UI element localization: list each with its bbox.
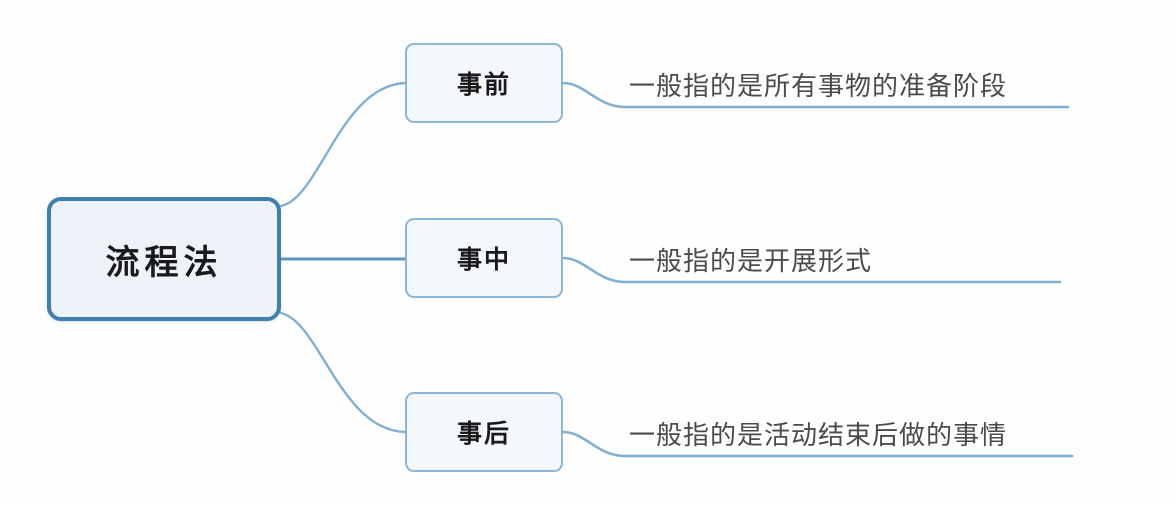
branch-node-2-label: 事中 (456, 245, 511, 274)
connector-root-to-branch-3 (279, 311, 407, 434)
branch-node-3[interactable]: 事后 (405, 392, 563, 472)
branch-node-1[interactable]: 事前 (405, 43, 563, 123)
leaf-text-2[interactable]: 一般指的是开展形式 (629, 247, 873, 277)
connector-root-to-branch-1 (279, 81, 407, 208)
branch-node-1-label: 事前 (456, 70, 511, 99)
leaf-text-1[interactable]: 一般指的是所有事物的准备阶段 (629, 72, 1008, 102)
root-node[interactable]: 流程法 (47, 197, 281, 321)
branch-node-2[interactable]: 事中 (405, 218, 563, 298)
connector-branch-2-to-leaf-2 (561, 256, 1062, 284)
connector-branch-1-to-leaf-1 (561, 81, 1070, 109)
branch-node-3-label: 事后 (456, 419, 511, 448)
connector-branch-3-to-leaf-3 (561, 430, 1074, 458)
root-node-label: 流程法 (105, 242, 223, 283)
leaf-text-3[interactable]: 一般指的是活动结束后做的事情 (629, 421, 1008, 451)
